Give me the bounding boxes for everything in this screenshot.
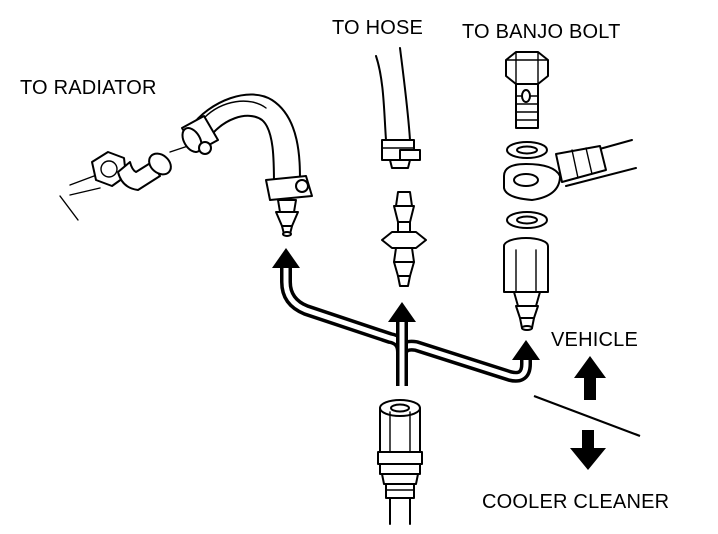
banjo-adapter	[503, 237, 549, 331]
arrow-to-middle-adapter	[388, 302, 416, 322]
cooler-cleaner-arrow-down-icon	[570, 430, 606, 470]
label-to-hose: TO HOSE	[332, 17, 424, 39]
banjo-fitting	[503, 139, 637, 201]
label-vehicle: VEHICLE	[551, 329, 638, 351]
crush-washer-upper	[506, 141, 548, 159]
flow-path	[280, 268, 532, 386]
divider-line	[533, 394, 641, 438]
crush-washer-lower	[506, 211, 548, 229]
cooler-cleaner-coupler	[377, 399, 423, 525]
middle-barbed-adapter	[381, 191, 427, 287]
radiator-fitting	[59, 145, 189, 221]
arrow-to-banjo-adapter	[512, 340, 540, 360]
label-cooler-cleaner: COOLER CLEANER	[482, 491, 670, 513]
banjo-bolt	[505, 51, 549, 129]
label-to-banjo-bolt: TO BANJO BOLT	[462, 21, 621, 43]
arrow-to-radiator-hose	[272, 248, 300, 268]
vehicle-arrow-up-icon	[574, 356, 606, 400]
middle-hose	[375, 47, 421, 169]
label-to-radiator: TO RADIATOR	[20, 77, 157, 99]
radiator-hose	[181, 93, 313, 237]
